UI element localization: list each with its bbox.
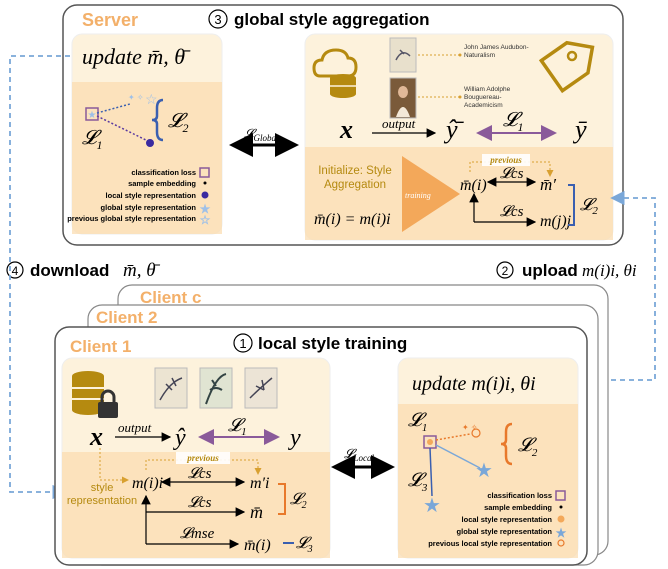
download-math: m̄, θ̄ bbox=[123, 260, 161, 281]
training-arrow bbox=[402, 156, 460, 232]
download-dashed-arrow bbox=[9, 55, 70, 500]
server-previous-label: previous bbox=[489, 155, 522, 165]
upload-dashed-arrow bbox=[575, 190, 656, 381]
client-lcs2: 𝓛cs bbox=[188, 495, 212, 511]
client-2-label: Client 2 bbox=[96, 308, 157, 327]
style-representation-label: style representation bbox=[66, 482, 138, 507]
artist-name-audubon: John James Audubon-Naturalism bbox=[464, 44, 529, 59]
client-output-label: output bbox=[118, 420, 152, 435]
svg-text:★: ★ bbox=[200, 202, 211, 216]
client-c-label: Client c bbox=[140, 288, 201, 307]
server-mbar-prime: m̄′ bbox=[540, 175, 556, 194]
client-step-number: 1 bbox=[239, 336, 246, 351]
server-mj: m(j)j bbox=[540, 213, 572, 230]
server-update-text: update m̄, θ̄ bbox=[82, 44, 191, 69]
client-mbar-i: m̄(i) bbox=[244, 537, 271, 554]
download-step-number: 4 bbox=[12, 264, 19, 278]
client-legend-global-style: global style representation bbox=[457, 527, 553, 536]
client-global-star-icon: ★ bbox=[475, 460, 493, 482]
init-style-aggregation: Initialize: Style Aggregation bbox=[318, 165, 392, 191]
client-star-icon-bottom: ★ bbox=[423, 495, 441, 517]
client-mi: m(i)i bbox=[132, 475, 163, 492]
database-lock-icon bbox=[72, 371, 118, 418]
tag-icon bbox=[538, 40, 595, 94]
svg-text:✦ ✧: ✦ ✧ bbox=[462, 423, 478, 432]
svg-text:☆: ☆ bbox=[200, 213, 211, 227]
client-brace bbox=[500, 422, 513, 466]
artwork-thumbnail-bird bbox=[389, 37, 417, 73]
client-update-text: update m(i)i, θi bbox=[412, 373, 536, 395]
server-label: Server bbox=[82, 10, 138, 30]
client-legend-sample-embedding: sample embedding bbox=[484, 503, 552, 512]
server-title: global style aggregation bbox=[234, 10, 430, 29]
legend-global-style: global style representation bbox=[101, 203, 197, 212]
client-legend-previous-local-style: previous local style representation bbox=[428, 539, 552, 548]
client-lmse: 𝓛mse bbox=[180, 526, 215, 542]
server-local-dot bbox=[146, 139, 154, 147]
client-legend: classification loss sample embedding loc… bbox=[428, 490, 567, 548]
client-y: y bbox=[288, 425, 301, 451]
legend-previous-global-style: previous global style representation bbox=[67, 214, 196, 223]
server-mbar-i: m̄(i) bbox=[460, 177, 487, 194]
artist-name-bouguereau: William Adolphe Bouguereau-Academicism bbox=[464, 86, 511, 109]
server-brace bbox=[151, 98, 164, 142]
server-x: x bbox=[339, 115, 353, 144]
init-equation: m̄(i) = m(i)i bbox=[314, 211, 391, 228]
upload-word: upload bbox=[522, 261, 578, 280]
client-mi-prime: m′i bbox=[250, 475, 270, 492]
client-yhat: ŷ bbox=[173, 425, 186, 451]
server-lcs2: 𝓛cs bbox=[500, 204, 524, 220]
training-label: training bbox=[405, 191, 431, 200]
download-word: download bbox=[30, 261, 109, 280]
client-legend-local-style: local style representation bbox=[462, 515, 553, 524]
svg-text:✦ ✧: ✦ ✧ bbox=[128, 93, 144, 102]
server-star-icon: ★ bbox=[88, 110, 97, 121]
legend-sample-embedding: sample embedding bbox=[128, 179, 196, 188]
client-1-label: Client 1 bbox=[70, 337, 131, 356]
legend-local-style: local style representation bbox=[106, 191, 197, 200]
legend-classification-loss: classification loss bbox=[131, 168, 196, 177]
client-x: x bbox=[89, 422, 103, 451]
server-step-number: 3 bbox=[214, 12, 221, 27]
client-title: local style training bbox=[258, 334, 407, 353]
server-output-label: output bbox=[382, 116, 416, 131]
server-ybar: ȳ bbox=[572, 115, 587, 144]
cloud-database-icon bbox=[312, 48, 358, 98]
server-global-star-icon: ☆ bbox=[145, 91, 158, 107]
client-mbar: m̄ bbox=[250, 502, 263, 522]
previous-local-style-circle bbox=[471, 428, 481, 438]
server-legend: classification loss sample embedding loc… bbox=[67, 167, 211, 227]
svg-text:★: ★ bbox=[556, 526, 567, 540]
client-lcs1: 𝓛cs bbox=[188, 466, 212, 482]
client-legend-classification-loss: classification loss bbox=[487, 491, 552, 500]
server-lcs1: 𝓛cs bbox=[500, 166, 524, 182]
server-classification-box bbox=[85, 107, 99, 121]
upload-math: m(i)i, θi bbox=[582, 261, 637, 280]
client-previous-label: previous bbox=[186, 453, 219, 463]
upload-step-number: 2 bbox=[502, 264, 509, 278]
